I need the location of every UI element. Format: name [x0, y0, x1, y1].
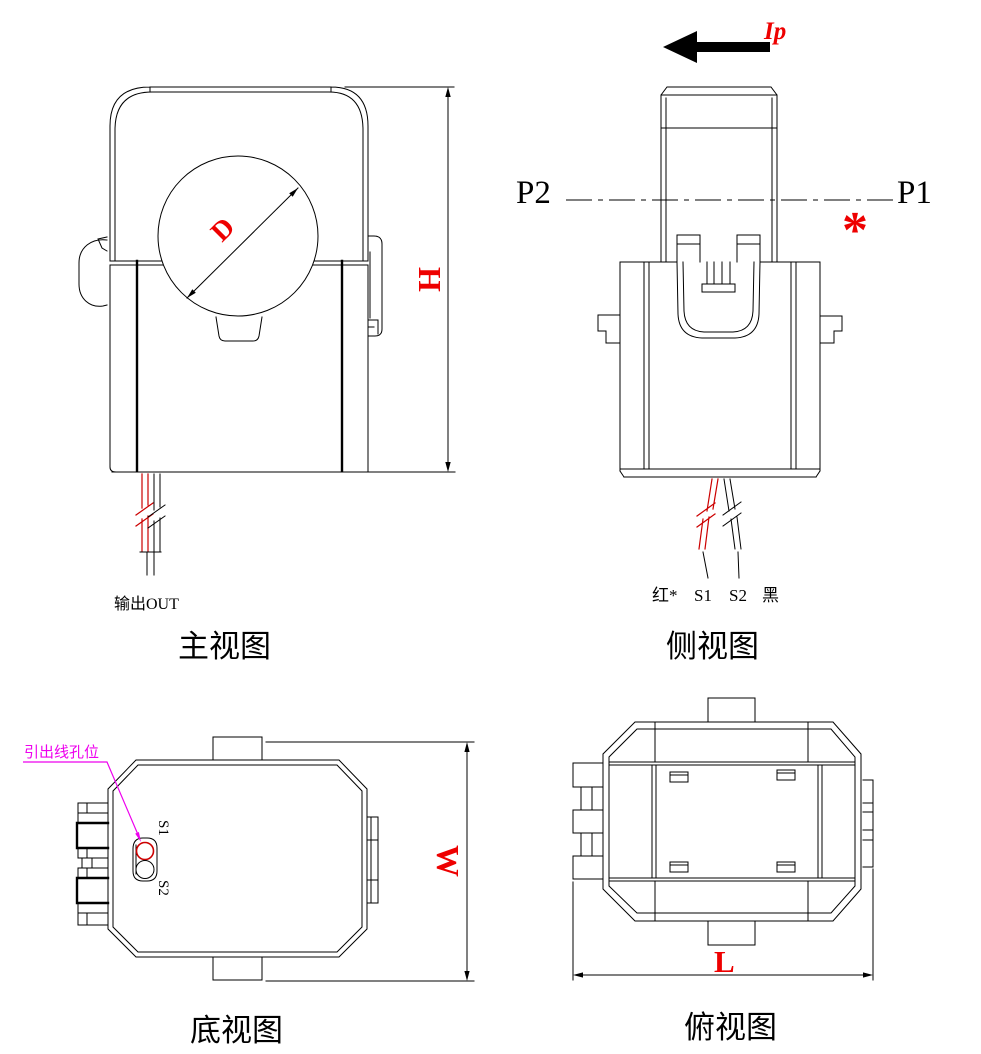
width-arrow-top [464, 742, 470, 752]
lead-hole-leader [23, 761, 140, 838]
width-dimension: W [265, 741, 475, 982]
front-body-outline [109, 264, 456, 473]
secondary-wire-black [702, 478, 742, 579]
u-cutout [676, 261, 761, 339]
secondary-wire-red [696, 478, 719, 550]
wire-red-label: 红* [652, 586, 678, 605]
length-arrow-right [863, 972, 873, 978]
bottom-view: S1 S2 引出线孔位 W 底视图 [23, 736, 475, 1048]
top-hinge-comb [572, 762, 604, 880]
lead-hole-group: S1 S2 [132, 820, 171, 896]
wire-s1-label: S1 [694, 586, 712, 605]
output-wire-black [139, 473, 166, 576]
p1-label: P1 [897, 175, 932, 211]
s2-hole [135, 860, 155, 879]
s2-rotated-label: S2 [155, 880, 171, 896]
top-view: L 俯视图 [572, 697, 874, 1045]
bottom-view-title: 底视图 [190, 1013, 283, 1048]
clamp-bar [660, 86, 778, 263]
top-top-tab [707, 697, 756, 723]
polarity-asterisk: * [842, 202, 868, 259]
s1-hole [135, 841, 155, 861]
side-view-title: 侧视图 [666, 629, 759, 664]
top-view-title: 俯视图 [684, 1010, 777, 1045]
lead-hole-callout: 引出线孔位 [23, 744, 141, 842]
wire-black-label: 黑 [762, 586, 779, 605]
height-arrow-bottom [445, 462, 451, 472]
length-dimension: L [572, 868, 874, 981]
side-hooks [597, 314, 843, 344]
bottom-octagon [107, 759, 368, 958]
width-extension-lines [265, 741, 475, 982]
front-cover-outline [109, 86, 369, 262]
bottom-right-latch [366, 816, 379, 904]
lead-hole-arrow [135, 832, 141, 842]
core-gap-tab [215, 316, 263, 342]
length-extension-lines [572, 868, 874, 981]
p2-label: P2 [516, 175, 551, 211]
gap-screw-piece [701, 261, 736, 293]
bottom-bottom-tab [212, 956, 263, 981]
w-dim-label: W [430, 845, 466, 877]
d-dim-label: D [205, 212, 241, 248]
hinge-comb [77, 802, 109, 926]
top-octagon [602, 721, 862, 922]
front-joint-lines [109, 260, 369, 266]
side-body-outline [619, 261, 821, 478]
diameter-dimension: D [186, 187, 299, 299]
wire-s2-label: S2 [729, 586, 747, 605]
s1-rotated-label: S1 [155, 820, 171, 836]
output-label: 输出OUT [114, 595, 179, 613]
output-wire-red [135, 473, 154, 552]
front-right-latch [367, 235, 383, 337]
front-core-legs [135, 259, 344, 473]
length-arrow-left [573, 972, 583, 978]
fork-prongs [676, 234, 761, 263]
bottom-top-tab [212, 736, 263, 761]
top-bottom-tab [707, 920, 756, 946]
output-wires [135, 473, 166, 576]
diameter-line [186, 187, 299, 299]
front-left-clip [78, 236, 108, 307]
front-view-title: 主视图 [178, 629, 271, 664]
height-dimension: H [344, 86, 455, 472]
aperture-circle [157, 155, 319, 317]
width-arrow-bottom [464, 971, 470, 981]
primary-current-arrow [663, 31, 770, 63]
diameter-arrow-1 [187, 289, 196, 298]
side-view: Ip P2 P1 * 红* S1 S2 黑 侧视图 [516, 18, 932, 664]
top-slots [669, 769, 796, 873]
l-dim-label: L [714, 944, 735, 979]
top-inner-lines [608, 721, 856, 922]
ip-label: Ip [763, 18, 786, 45]
hinge-comb-teeth [75, 821, 110, 905]
secondary-wires [696, 478, 742, 579]
diameter-arrow-2 [289, 188, 298, 197]
top-right-latch [862, 779, 874, 868]
height-arrow-top [445, 87, 451, 97]
lead-hole-label: 引出线孔位 [24, 744, 99, 761]
h-dim-label: H [412, 267, 448, 292]
front-view: D 输出OUT H 主视图 [78, 86, 456, 664]
